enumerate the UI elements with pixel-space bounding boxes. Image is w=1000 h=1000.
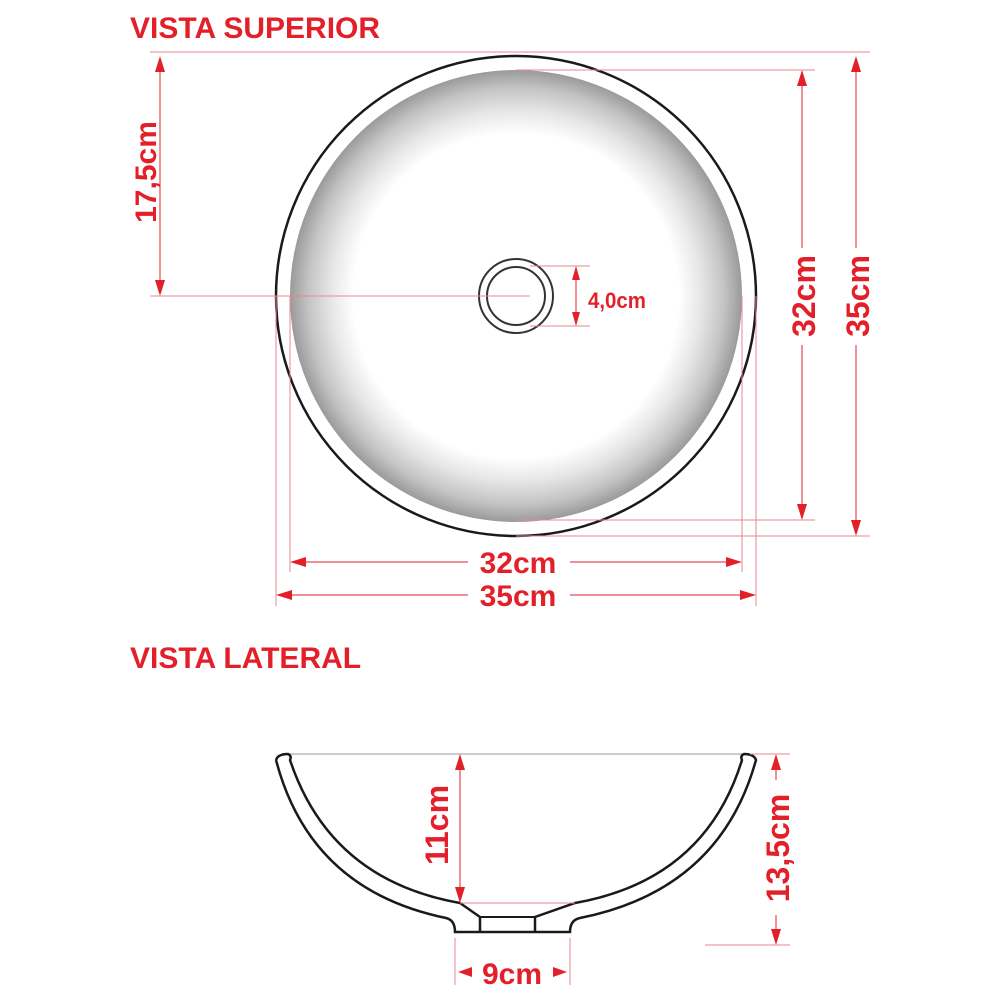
base-width-label: 9cm bbox=[482, 958, 542, 991]
outer-height-label: 35cm bbox=[840, 255, 876, 337]
top-view-title: VISTA SUPERIOR bbox=[130, 12, 380, 45]
radius-label: 17,5cm bbox=[130, 121, 163, 223]
outer-width-label: 35cm bbox=[480, 580, 557, 613]
dimension-inner-width: 32cm bbox=[290, 547, 742, 580]
drain-label: 4,0cm bbox=[588, 288, 646, 313]
top-view-reference-lines bbox=[150, 51, 870, 606]
dimension-outer-width: 35cm bbox=[276, 580, 756, 613]
side-view-basin bbox=[274, 752, 758, 934]
inner-height-label: 32cm bbox=[786, 255, 822, 337]
total-height-label: 13,5cm bbox=[760, 794, 796, 903]
dimension-inner-height: 32cm bbox=[786, 70, 822, 520]
dimension-base-width: 9cm bbox=[454, 938, 571, 991]
dimension-drain: 4,0cm bbox=[572, 266, 646, 326]
dimension-radius: 17,5cm bbox=[130, 56, 165, 296]
inner-depth-label: 11cm bbox=[419, 785, 455, 865]
dimension-inner-depth: 11cm bbox=[419, 754, 465, 903]
inner-width-label: 32cm bbox=[480, 547, 557, 580]
dimension-outer-height: 35cm bbox=[840, 56, 876, 536]
dimension-total-height: 13,5cm bbox=[705, 753, 796, 946]
side-view-title: VISTA LATERAL bbox=[130, 642, 361, 675]
